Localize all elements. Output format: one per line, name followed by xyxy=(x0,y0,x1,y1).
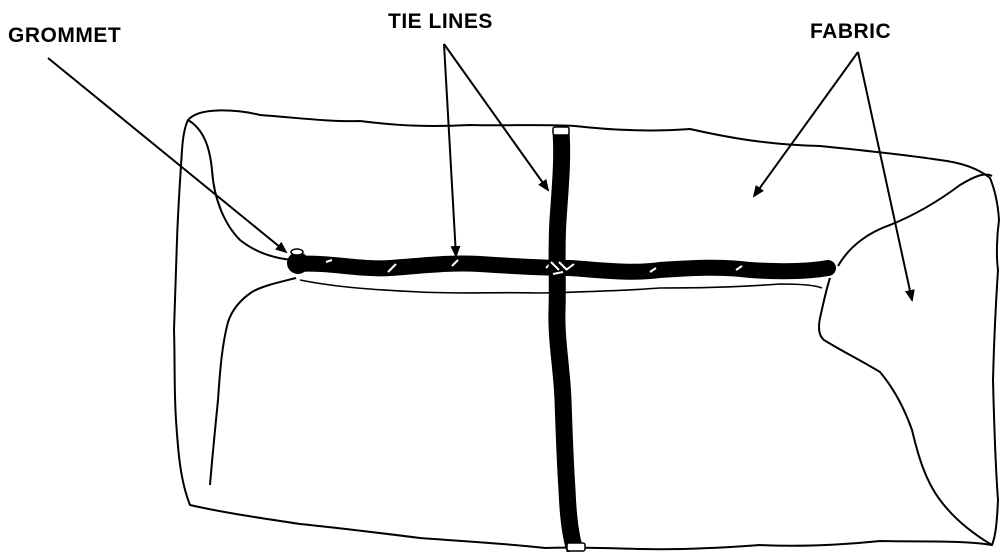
fabric-top-rim xyxy=(188,120,292,260)
fabric-right-flap xyxy=(838,174,992,266)
grommet-label: GROMMET xyxy=(8,24,121,48)
fabric-fold-line xyxy=(210,278,296,485)
fabric-outline xyxy=(174,110,999,549)
tie-lines-label: TIE LINES xyxy=(388,10,493,34)
tie-lines-leader-arrow-right xyxy=(444,44,548,190)
grommet-icon xyxy=(287,249,309,274)
tie-lines-leader-arrow-left xyxy=(444,44,456,256)
fabric-label: FABRIC xyxy=(810,20,891,44)
fabric-leader-arrow-right xyxy=(858,52,912,300)
tie-line-vertical xyxy=(557,132,575,550)
grommet-leader-arrow xyxy=(48,58,286,252)
fabric-right-flap-lower xyxy=(819,278,992,545)
fabric-leader-arrow-left xyxy=(754,52,858,196)
